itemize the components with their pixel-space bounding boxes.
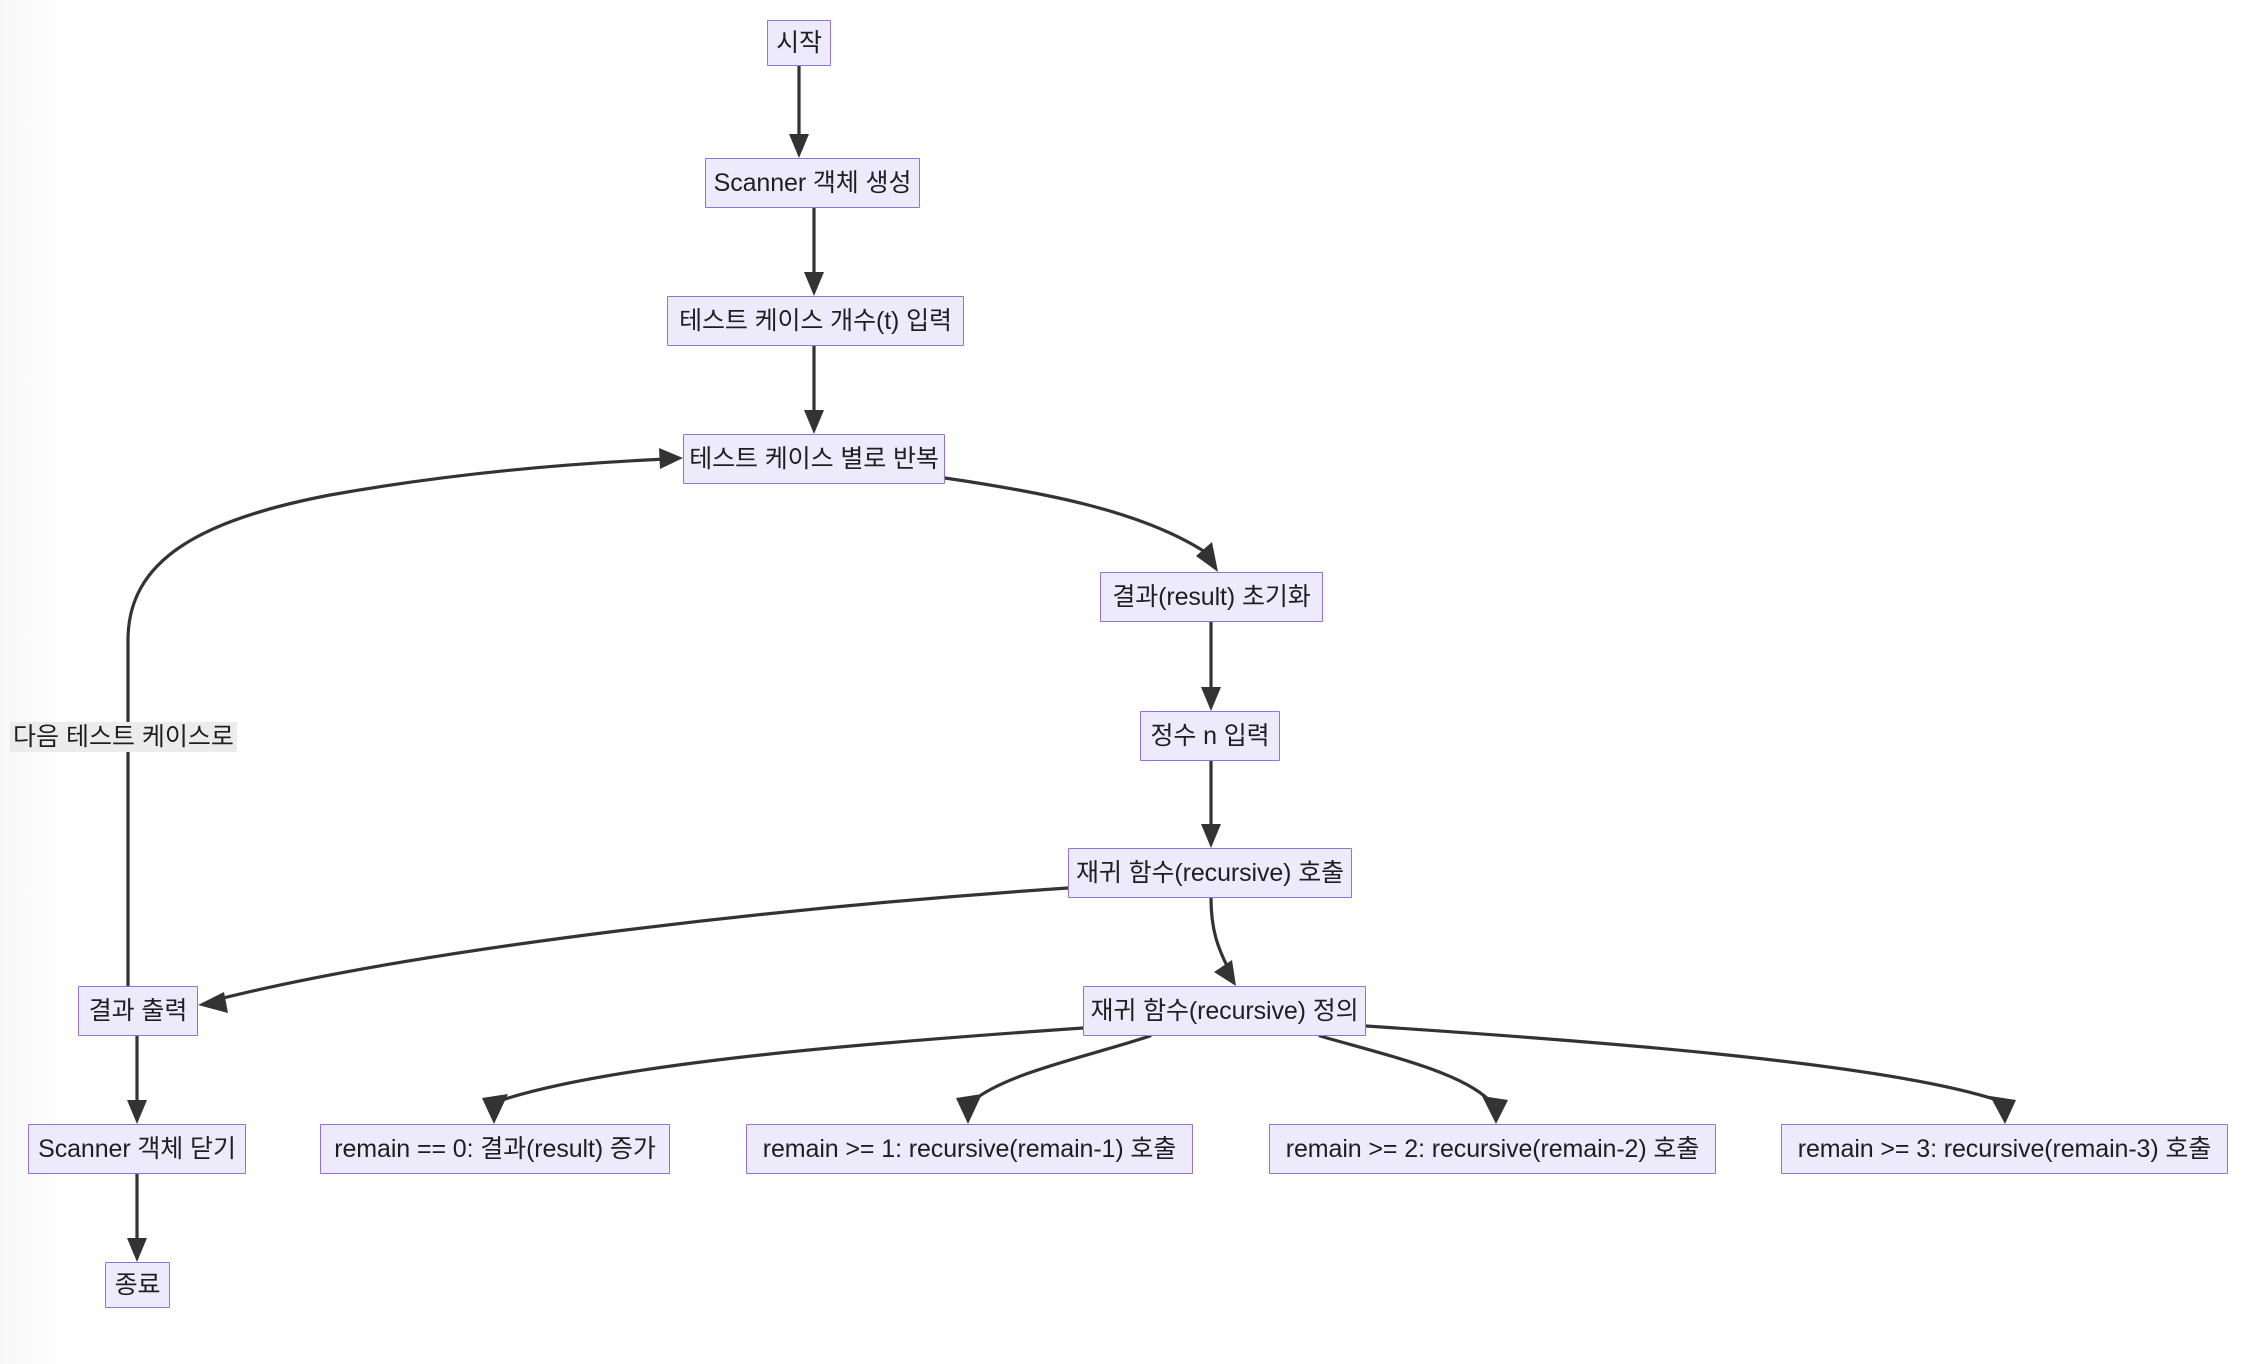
edge-print-to-loop (126, 448, 683, 988)
edge-loop-to-init (943, 476, 1218, 572)
node-scanner-close[interactable]: Scanner 객체 닫기 (28, 1124, 246, 1174)
node-condition-remain-eq-0[interactable]: remain == 0: 결과(result) 증가 (320, 1124, 670, 1174)
node-init-result-label: 결과(result) 초기화 (1112, 582, 1311, 611)
node-condition-remain-ge-2-label: remain >= 2: recursive(remain-2) 호출 (1285, 1134, 1700, 1163)
node-condition-remain-ge-2[interactable]: remain >= 2: recursive(remain-2) 호출 (1269, 1124, 1716, 1174)
node-start[interactable]: 시작 (767, 20, 831, 66)
edge-scanner-to-input-t (804, 206, 824, 296)
node-scanner-close-label: Scanner 객체 닫기 (38, 1134, 236, 1163)
node-condition-remain-ge-3-label: remain >= 3: recursive(remain-3) 호출 (1797, 1134, 2212, 1163)
node-condition-remain-eq-0-label: remain == 0: 결과(result) 증가 (334, 1134, 656, 1163)
node-start-label: 시작 (776, 28, 822, 57)
node-recursive-define-label: 재귀 함수(recursive) 정의 (1090, 996, 1359, 1025)
node-recursive-define[interactable]: 재귀 함수(recursive) 정의 (1083, 986, 1366, 1036)
node-input-testcase-count-label: 테스트 케이스 개수(t) 입력 (679, 306, 952, 335)
node-input-integer-n[interactable]: 정수 n 입력 (1140, 711, 1280, 761)
edge-define-to-cond2 (1318, 1034, 1508, 1124)
node-loop-per-testcase[interactable]: 테스트 케이스 별로 반복 (683, 434, 945, 484)
node-condition-remain-ge-3[interactable]: remain >= 3: recursive(remain-3) 호출 (1781, 1124, 2228, 1174)
edge-init-to-input-n (1201, 620, 1221, 711)
edge-input-n-to-call (1201, 759, 1221, 848)
node-recursive-call-label: 재귀 함수(recursive) 호출 (1075, 858, 1345, 887)
edge-input-t-to-loop (804, 344, 824, 434)
edge-define-to-cond3 (1364, 1024, 2016, 1124)
node-scanner-create[interactable]: Scanner 객체 생성 (705, 158, 920, 208)
node-input-integer-n-label: 정수 n 입력 (1150, 721, 1270, 750)
node-input-testcase-count[interactable]: 테스트 케이스 개수(t) 입력 (667, 296, 964, 346)
edge-call-to-print (198, 886, 1070, 1013)
edge-print-to-close (127, 1034, 147, 1124)
node-recursive-call[interactable]: 재귀 함수(recursive) 호출 (1068, 848, 1352, 898)
edge-define-to-cond0 (482, 1026, 1085, 1124)
node-print-result-label: 결과 출력 (88, 996, 188, 1025)
edge-call-to-define (1209, 896, 1236, 986)
edge-close-to-end (127, 1172, 147, 1262)
node-print-result[interactable]: 결과 출력 (78, 986, 198, 1036)
edge-label-next-testcase: 다음 테스트 케이스로 (10, 722, 237, 752)
node-init-result[interactable]: 결과(result) 초기화 (1100, 572, 1323, 622)
node-end[interactable]: 종료 (105, 1262, 170, 1308)
node-condition-remain-ge-1[interactable]: remain >= 1: recursive(remain-1) 호출 (746, 1124, 1193, 1174)
edge-define-to-cond1 (956, 1034, 1152, 1124)
node-loop-per-testcase-label: 테스트 케이스 별로 반복 (689, 444, 939, 473)
edge-start-to-scanner (789, 64, 809, 158)
node-scanner-create-label: Scanner 객체 생성 (713, 168, 912, 197)
node-condition-remain-ge-1-label: remain >= 1: recursive(remain-1) 호출 (762, 1134, 1177, 1163)
node-end-label: 종료 (114, 1270, 161, 1299)
